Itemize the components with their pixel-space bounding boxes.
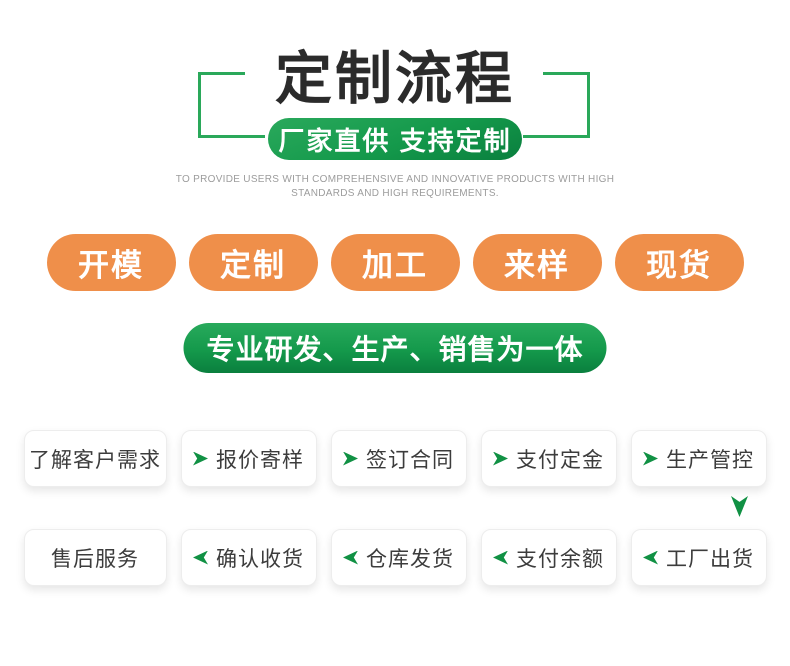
decorative-bracket-left: [198, 72, 265, 138]
process-flow: 了解客户需求 报价寄样 签订合同 支付定金 生产管控 售后服务: [0, 430, 790, 587]
bracket-line: [543, 72, 590, 75]
capability-pill-stock: 现货: [614, 234, 744, 291]
flow-step-confirm-receipt: 确认收货: [180, 529, 317, 586]
right-arrowhead-icon: [493, 451, 508, 466]
flow-step-label: 了解客户需求: [29, 448, 161, 472]
bracket-line: [587, 72, 590, 138]
left-arrowhead-icon: [493, 550, 508, 565]
decorative-bracket-right: [523, 72, 590, 138]
flow-step-after-sales: 售后服务: [23, 529, 167, 586]
flow-step-warehouse-ship: 仓库发货: [330, 529, 467, 586]
flow-step-label: 生产管控: [666, 448, 754, 472]
left-arrowhead-icon: [193, 550, 208, 565]
flow-step-quote-sample: 报价寄样: [180, 430, 317, 487]
capability-pill-mold: 开模: [46, 234, 176, 291]
integration-banner: 专业研发、生产、销售为一体: [183, 323, 607, 373]
flow-row-return: 售后服务 确认收货 仓库发货 支付余额 工厂出货: [0, 529, 790, 586]
english-subtitle-line1: TO PROVIDE USERS WITH COMPREHENSIVE AND …: [175, 174, 615, 185]
english-subtitle: TO PROVIDE USERS WITH COMPREHENSIVE AND …: [0, 173, 790, 201]
flow-step-label: 签订合同: [366, 448, 454, 472]
flow-step-pay-deposit: 支付定金: [480, 430, 617, 487]
english-subtitle-line2: STANDARDS AND HIGH REQUIREMENTS.: [291, 188, 499, 199]
page-title: 定制流程: [275, 47, 515, 111]
flow-step-label: 支付余额: [516, 547, 604, 571]
flow-step-production-control: 生产管控: [630, 430, 767, 487]
flow-step-label: 确认收货: [216, 547, 304, 571]
capability-pill-sample: 来样: [472, 234, 602, 291]
bracket-line: [523, 135, 590, 138]
flow-step-sign-contract: 签订合同: [330, 430, 467, 487]
flow-step-label: 工厂出货: [666, 547, 754, 571]
right-arrowhead-icon: [193, 451, 208, 466]
factory-direct-badge: 厂家直供 支持定制: [268, 118, 522, 160]
left-arrowhead-icon: [343, 550, 358, 565]
right-arrowhead-icon: [343, 451, 358, 466]
capability-pill-custom: 定制: [188, 234, 318, 291]
flow-step-label: 报价寄样: [216, 448, 304, 472]
flow-step-label: 支付定金: [516, 448, 604, 472]
flow-step-label: 仓库发货: [366, 547, 454, 571]
flow-step-label: 售后服务: [51, 547, 139, 571]
bracket-line: [198, 135, 265, 138]
down-arrowhead-icon: [731, 496, 748, 517]
flow-step-understand-needs: 了解客户需求: [23, 430, 167, 487]
left-arrowhead-icon: [643, 550, 658, 565]
flow-row-forward: 了解客户需求 报价寄样 签订合同 支付定金 生产管控: [0, 430, 790, 487]
bracket-line: [198, 72, 245, 75]
right-arrowhead-icon: [643, 451, 658, 466]
capability-pill-process: 加工: [330, 234, 460, 291]
flow-step-pay-balance: 支付余额: [480, 529, 617, 586]
flow-step-factory-out: 工厂出货: [630, 529, 767, 586]
bracket-line: [198, 72, 201, 138]
capability-pill-row: 开模 定制 加工 来样 现货: [0, 234, 790, 291]
